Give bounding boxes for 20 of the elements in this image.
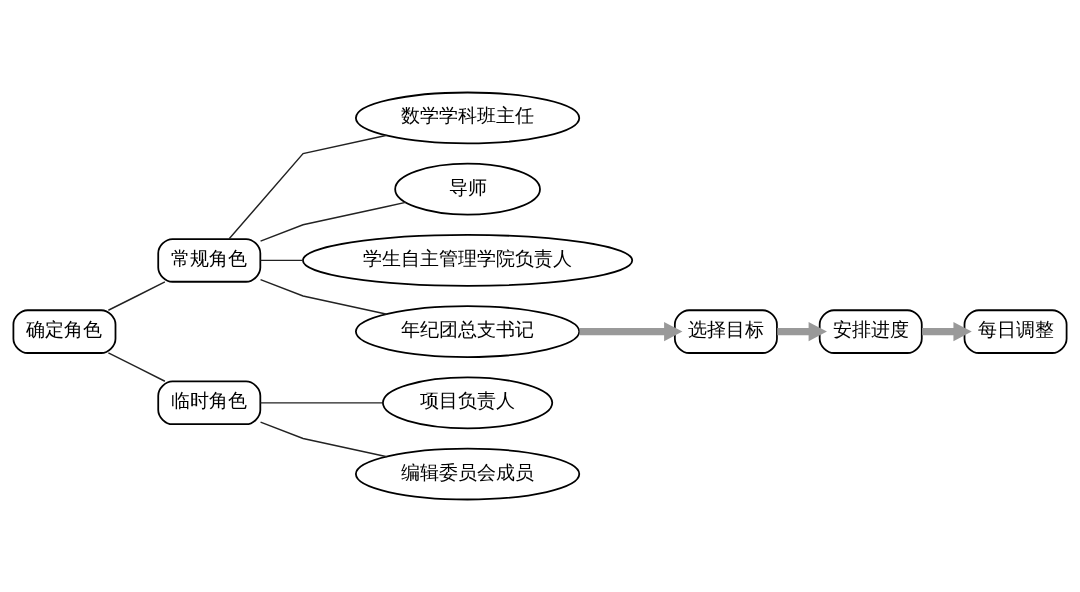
node-ellipse: 学生自主管理学院负责人 <box>302 234 634 287</box>
connector <box>259 278 388 315</box>
connector <box>259 259 304 262</box>
node-ellipse: 编辑委员会成员 <box>355 447 581 501</box>
node-box: 临时角色 <box>157 380 262 426</box>
node-box: 确定角色 <box>12 309 117 354</box>
node-box: 常规角色 <box>157 238 262 283</box>
node-box: 每日调整 <box>963 309 1068 354</box>
connector <box>259 421 388 458</box>
connector <box>107 352 166 382</box>
connector <box>259 402 383 404</box>
node-box: 选择目标 <box>673 309 778 354</box>
node-box: 安排进度 <box>818 309 923 354</box>
connector <box>228 134 388 240</box>
node-ellipse: 数学学科班主任 <box>355 91 581 145</box>
node-ellipse: 年纪团总支书记 <box>355 305 581 358</box>
connector <box>259 201 407 242</box>
connector <box>107 281 166 311</box>
node-ellipse: 导师 <box>394 162 541 216</box>
node-ellipse: 项目负责人 <box>382 376 554 430</box>
